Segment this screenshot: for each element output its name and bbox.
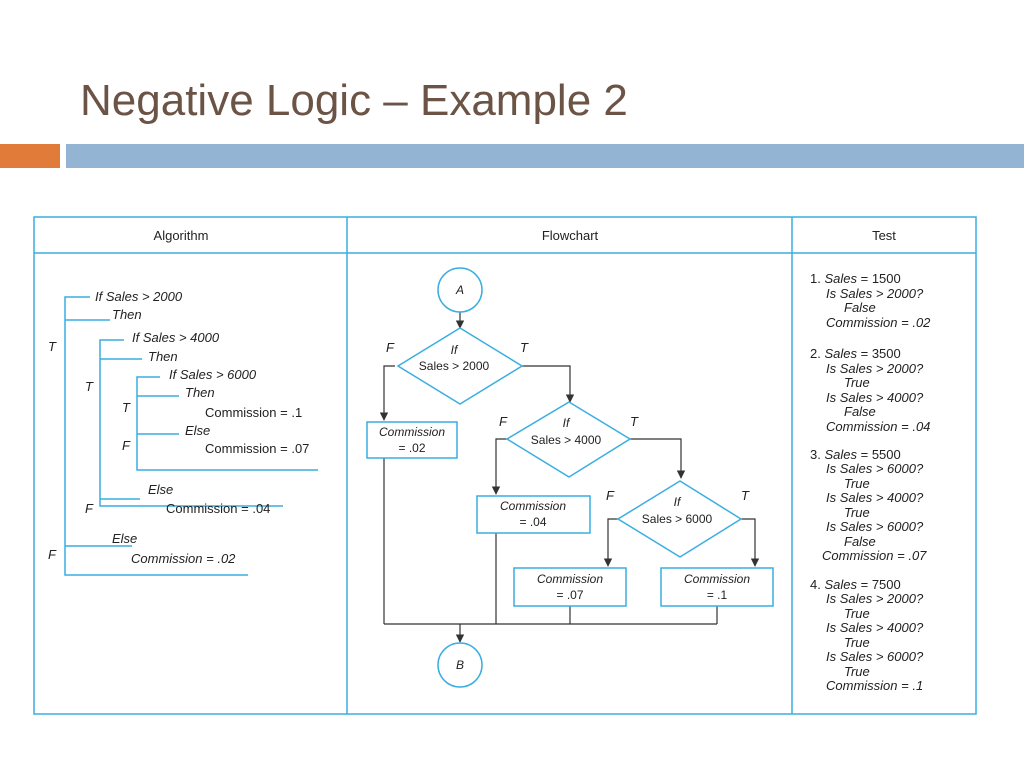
alg-marker-f3: F	[122, 438, 131, 453]
connector-a-label: A	[455, 283, 464, 297]
test-4-r1: True	[844, 606, 870, 621]
alg-marker-f1: F	[48, 547, 57, 562]
figure-svg: Algorithm Flowchart Test If Sales > 2000…	[33, 216, 977, 715]
test-case-4: 4. Sales = 7500 Is Sales > 2000? True Is…	[810, 577, 924, 693]
decision-1-false-label: F	[386, 340, 395, 355]
alg-else-3: Else	[185, 423, 210, 438]
alg-commission-07: Commission = .07	[205, 441, 309, 456]
test-3-r1: True	[844, 476, 870, 491]
process-commission-02: Commission = .02	[366, 421, 458, 459]
test-4-q3: Is Sales > 6000?	[826, 649, 924, 664]
decision-1-line1: If	[451, 343, 459, 357]
alg-then-1: Then	[112, 307, 142, 322]
decision-1-true-label: T	[520, 340, 529, 355]
decision-3-line2: Sales > 6000	[642, 512, 713, 526]
alg-marker-t2: T	[85, 379, 94, 394]
test-3-r2: True	[844, 505, 870, 520]
decision-2-true-label: T	[630, 414, 639, 429]
test-3-line: 3. Sales = 5500	[810, 447, 901, 462]
table-border	[33, 216, 977, 715]
decision-3-true-label: T	[741, 488, 750, 503]
alg-if-2000: If Sales > 2000	[95, 289, 183, 304]
alg-else-2: Else	[148, 482, 173, 497]
test-1-q1: Is Sales > 2000?	[826, 286, 924, 301]
test-1-r1: False	[844, 300, 876, 315]
header-flowchart: Flowchart	[542, 228, 599, 243]
process-04-line2: = .04	[519, 515, 546, 529]
decision-2-false-label: F	[499, 414, 508, 429]
test-4-q1: Is Sales > 2000?	[826, 591, 924, 606]
alg-else-1: Else	[112, 531, 137, 546]
connector-b-label: B	[456, 658, 464, 672]
test-2-line: 2. Sales = 3500	[810, 346, 901, 361]
connector-a: A	[437, 267, 483, 313]
test-3-q1: Is Sales > 6000?	[826, 461, 924, 476]
decision-2-line1: If	[563, 416, 571, 430]
connector-b: B	[437, 642, 483, 688]
decision-sales-6000: If Sales > 6000	[616, 480, 743, 558]
negative-logic-figure: Algorithm Flowchart Test If Sales > 2000…	[33, 216, 977, 716]
decision-sales-4000: If Sales > 4000	[505, 401, 632, 478]
process-commission-1: Commission = .1	[660, 567, 774, 607]
header-algorithm: Algorithm	[154, 228, 209, 243]
process-1-line2: = .1	[707, 588, 728, 602]
decision-sales-2000: If Sales > 2000	[396, 327, 524, 405]
alg-marker-f2: F	[85, 501, 94, 516]
table-frame	[33, 216, 977, 715]
decision-3-false-label: F	[606, 488, 615, 503]
alg-if-6000: If Sales > 6000	[169, 367, 257, 382]
test-3-q2: Is Sales > 4000?	[826, 490, 924, 505]
accent-bar-orange	[0, 144, 60, 168]
test-2-result: Commission = .04	[826, 419, 930, 434]
decision-3-line1: If	[674, 495, 682, 509]
test-case-1: 1. Sales = 1500 Is Sales > 2000? False C…	[810, 271, 931, 330]
test-3-r3: False	[844, 534, 876, 549]
alg-marker-t3: T	[122, 400, 131, 415]
alg-commission-02: Commission = .02	[131, 551, 236, 566]
alg-if-4000: If Sales > 4000	[132, 330, 220, 345]
test-2-q2: Is Sales > 4000?	[826, 390, 924, 405]
test-4-line: 4. Sales = 7500	[810, 577, 901, 592]
test-3-result: Commission = .07	[822, 548, 927, 563]
alg-marker-t1: T	[48, 339, 57, 354]
process-07-line1: Commission	[537, 572, 603, 586]
alg-then-2: Then	[148, 349, 178, 364]
test-3-q3: Is Sales > 6000?	[826, 519, 924, 534]
flowchart-connectors	[379, 312, 760, 643]
test-case-2: 2. Sales = 3500 Is Sales > 2000? True Is…	[810, 346, 930, 434]
test-case-3: 3. Sales = 5500 Is Sales > 6000? True Is…	[810, 447, 927, 563]
accent-bar-blue	[66, 144, 1024, 168]
test-4-q2: Is Sales > 4000?	[826, 620, 924, 635]
process-1-line1: Commission	[684, 572, 750, 586]
process-04-line1: Commission	[500, 499, 566, 513]
process-02-line1: Commission	[379, 425, 445, 439]
test-2-r1: True	[844, 375, 870, 390]
test-4-result: Commission = .1	[826, 678, 923, 693]
test-4-r2: True	[844, 635, 870, 650]
test-1-line: 1. Sales = 1500	[810, 271, 901, 286]
test-2-q1: Is Sales > 2000?	[826, 361, 924, 376]
alg-then-3: Then	[185, 385, 215, 400]
alg-commission-04: Commission = .04	[166, 501, 270, 516]
alg-commission-1: Commission = .1	[205, 405, 302, 420]
header-test: Test	[872, 228, 896, 243]
slide-title: Negative Logic – Example 2	[80, 76, 628, 125]
test-1-result: Commission = .02	[826, 315, 931, 330]
decision-2-line2: Sales > 4000	[531, 433, 602, 447]
process-07-line2: = .07	[556, 588, 583, 602]
process-commission-07: Commission = .07	[513, 567, 627, 607]
decision-1-line2: Sales > 2000	[419, 359, 490, 373]
process-commission-04: Commission = .04	[476, 495, 591, 534]
process-02-line2: = .02	[398, 441, 425, 455]
test-2-r2: False	[844, 404, 876, 419]
test-4-r3: True	[844, 664, 870, 679]
algorithm-brackets	[64, 296, 318, 576]
